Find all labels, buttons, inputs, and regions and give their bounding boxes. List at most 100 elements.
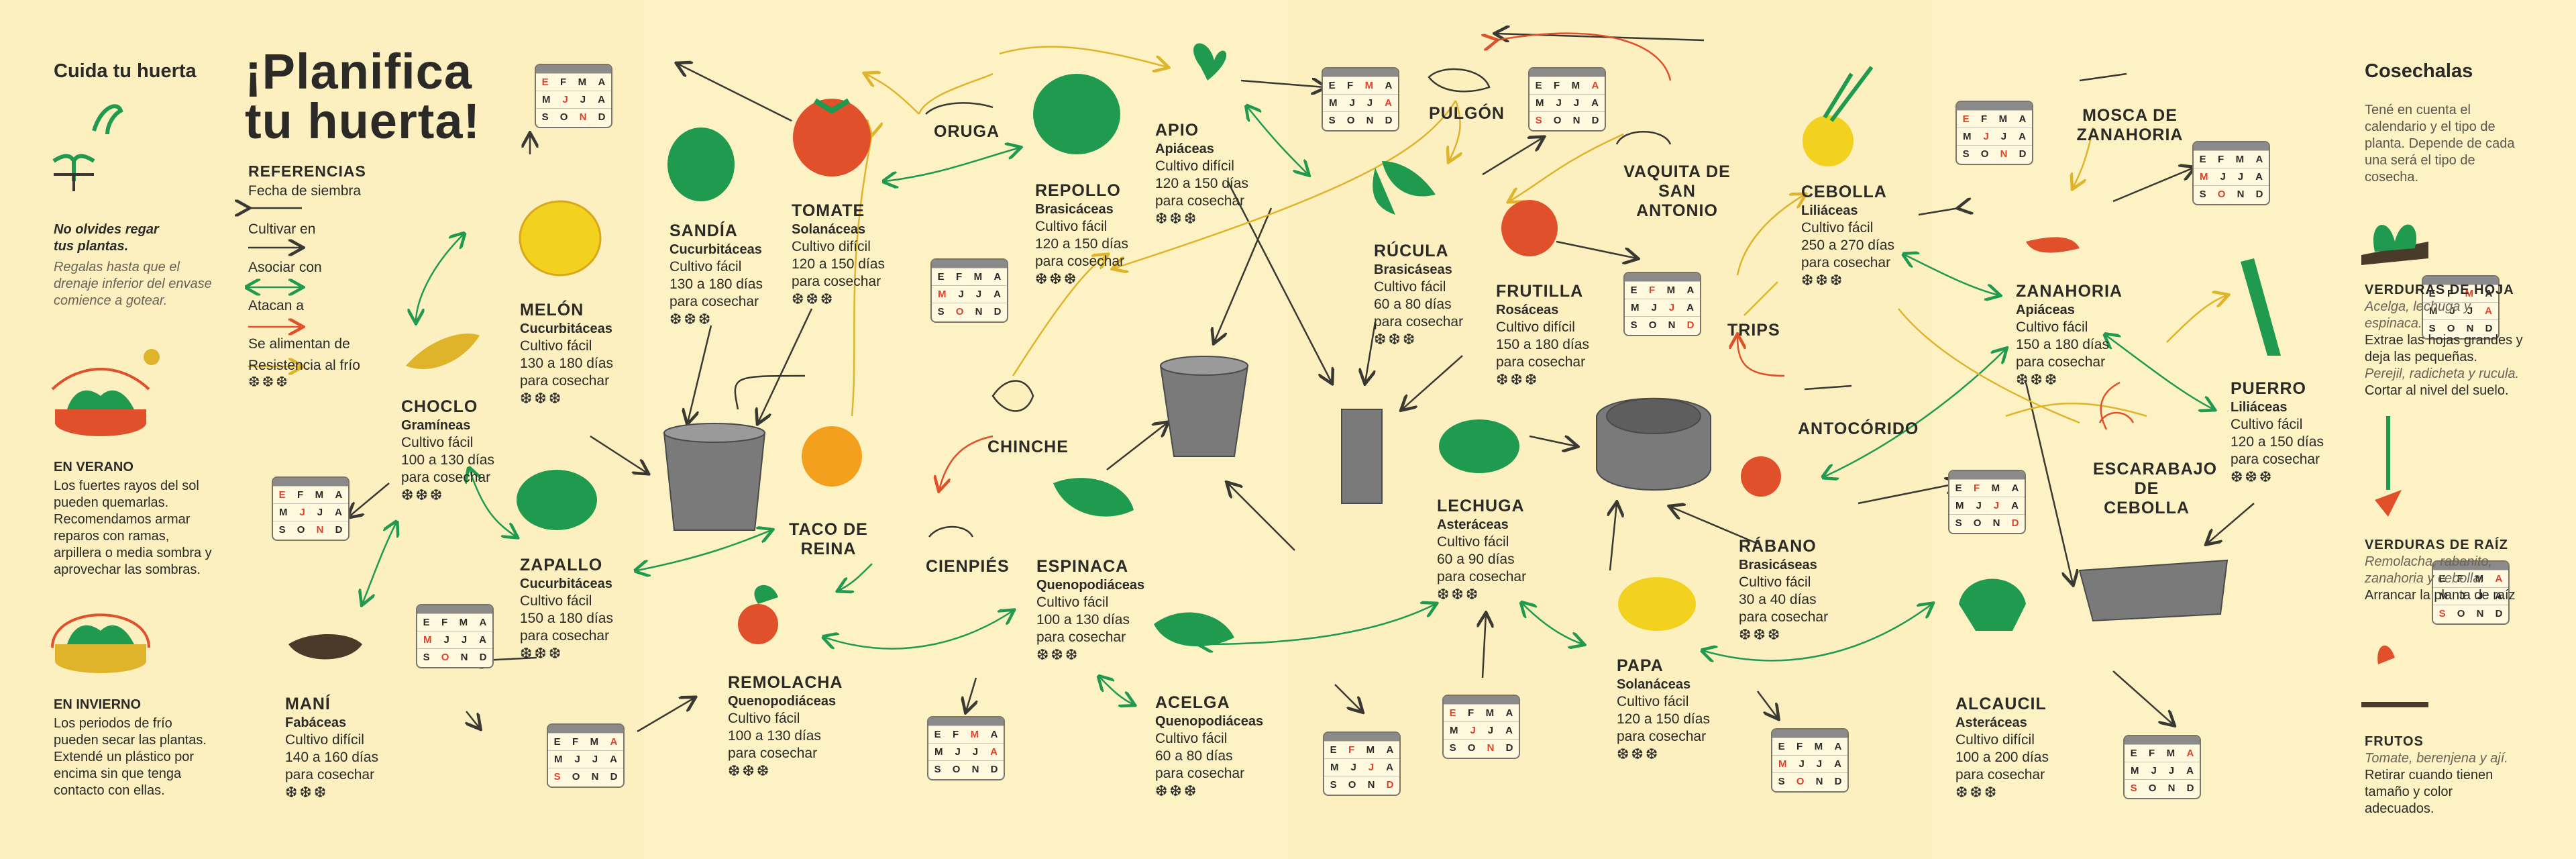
chinche-icon [991,380,1034,412]
taco-icon [802,426,862,487]
page-title: ¡Planifica tu huerta! [245,44,481,149]
pot-container [1159,365,1249,457]
harvest-intro: Tené en cuenta el calendario y el tipo d… [2365,103,2515,185]
rucula-icon [1373,161,1436,215]
label-vaquita: VAQUITA DE SAN ANTONIO [1623,162,1731,220]
vaquita-icon [1615,131,1672,145]
fruit-harvest: FRUTOS Tomate, berenjena y ají. Retirar … [2365,734,2508,816]
puerro-icon [2241,258,2281,356]
trough-container [2078,559,2229,622]
mosca-icon [2079,72,2127,82]
label-cienpies: CIENPIÉS [926,557,1010,576]
melon-icon [519,200,602,276]
cebolla-icon [1803,115,1854,166]
water-title: No olvides regar tus plantas. [54,222,159,254]
sandia-icon [667,128,735,201]
escarabajo-icon [2098,411,2135,423]
winter-text: Los periodos de frío pueden secar las pl… [54,716,207,798]
references: REFERENCIAS Fecha de siembra Cultivar en… [248,162,366,390]
label-taco: TACO DE REINA [789,520,868,558]
alcaucil-icon [1959,578,2026,631]
trips-icon [1743,281,1778,316]
label-oruga: ORUGA [934,122,1000,141]
label-chinche: CHINCHE [987,438,1069,456]
winter-cover-icon [51,613,150,673]
antocorido-icon [1804,385,1852,391]
care-heading: Cuida tu huerta [54,60,197,82]
zanahoria-icon [2026,237,2080,253]
watering-can-icon [52,104,123,191]
label-mosca: MOSCA DE ZANAHORIA [2076,106,2184,144]
label-antocorido: ANTOCÓRIDO [1798,419,1919,438]
repollo-icon [1033,74,1120,154]
papa-icon [1618,577,1696,631]
root-harvest: VERDURAS DE RAÍZ Remolacha, rabanito, za… [2365,538,2516,603]
oruga-icon [925,102,994,115]
winter-title: EN INVIERNO [54,697,142,712]
leaf-harvest: VERDURAS DE HOJA Acelga, lechuga y espin… [2365,283,2523,398]
mani-icon [288,634,362,660]
root-harvest-icon [2375,490,2402,517]
harvest-heading: Cosechalas [2365,60,2473,82]
choclo-icon [406,334,480,369]
cienpies-icon [928,525,974,538]
lechuga-icon [1439,419,1519,473]
summer-text: Los fuertes rayos del sol pueden quemarl… [54,478,212,577]
summer-title: EN VERANO [54,460,133,474]
espinaca-icon [1053,478,1134,517]
apio-icon [1193,43,1227,81]
tomate-icon [793,99,871,176]
label-trips: TRIPS [1727,321,1780,340]
label-escarabajo: ESCARABAJO DE CEBOLLA [2093,460,2218,517]
zapallo-icon [517,470,597,530]
acelga-icon [1154,612,1234,647]
rabano-icon [1741,456,1781,497]
bucket-container [663,432,766,531]
pulgon-icon [1428,68,1491,93]
label-pulgon: PULGÓN [1429,104,1505,123]
frutilla-icon [1501,200,1558,256]
summer-shade-icon [51,349,160,436]
can-container [1341,409,1383,504]
fruit-harvest-icon [2377,645,2395,664]
water-text: Regalas hasta que el drenaje inferior de… [54,260,212,308]
